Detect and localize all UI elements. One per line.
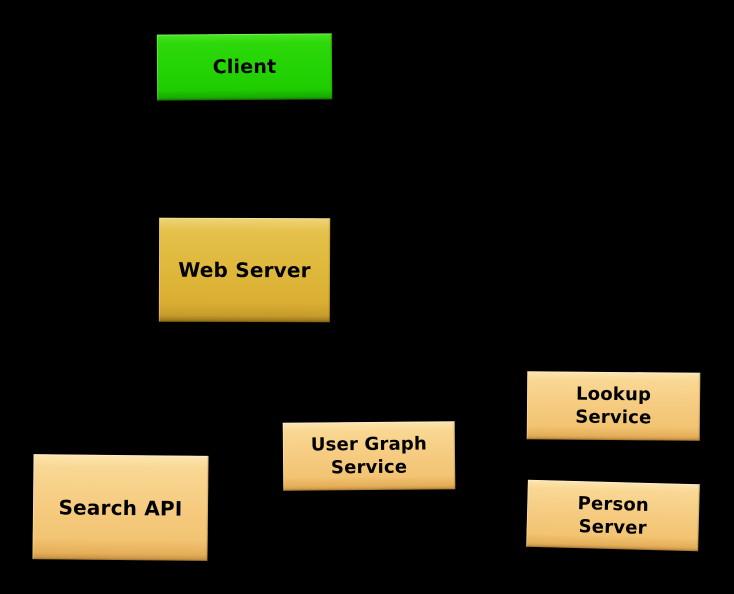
node-person-server-label-line1: Person (577, 492, 650, 516)
node-search-api: Search API (32, 454, 209, 561)
node-client-label: Client (212, 55, 277, 79)
node-user-graph-service-label-line1: User Graph (310, 433, 428, 456)
node-web-server-label: Web Server (178, 257, 311, 283)
node-user-graph-service-label-line2: Service (330, 456, 408, 479)
node-person-server-label-line2: Server (578, 515, 647, 539)
node-search-api-label: Search API (58, 494, 183, 521)
node-user-graph-service: User Graph Service (282, 421, 456, 491)
node-person-server: Person Server (526, 479, 700, 552)
node-lookup-service-label-line1: Lookup (575, 383, 652, 406)
node-client: Client (156, 33, 333, 101)
node-lookup-service: Lookup Service (526, 371, 701, 441)
node-web-server: Web Server (158, 217, 331, 323)
node-lookup-service-label-line2: Service (575, 406, 652, 429)
